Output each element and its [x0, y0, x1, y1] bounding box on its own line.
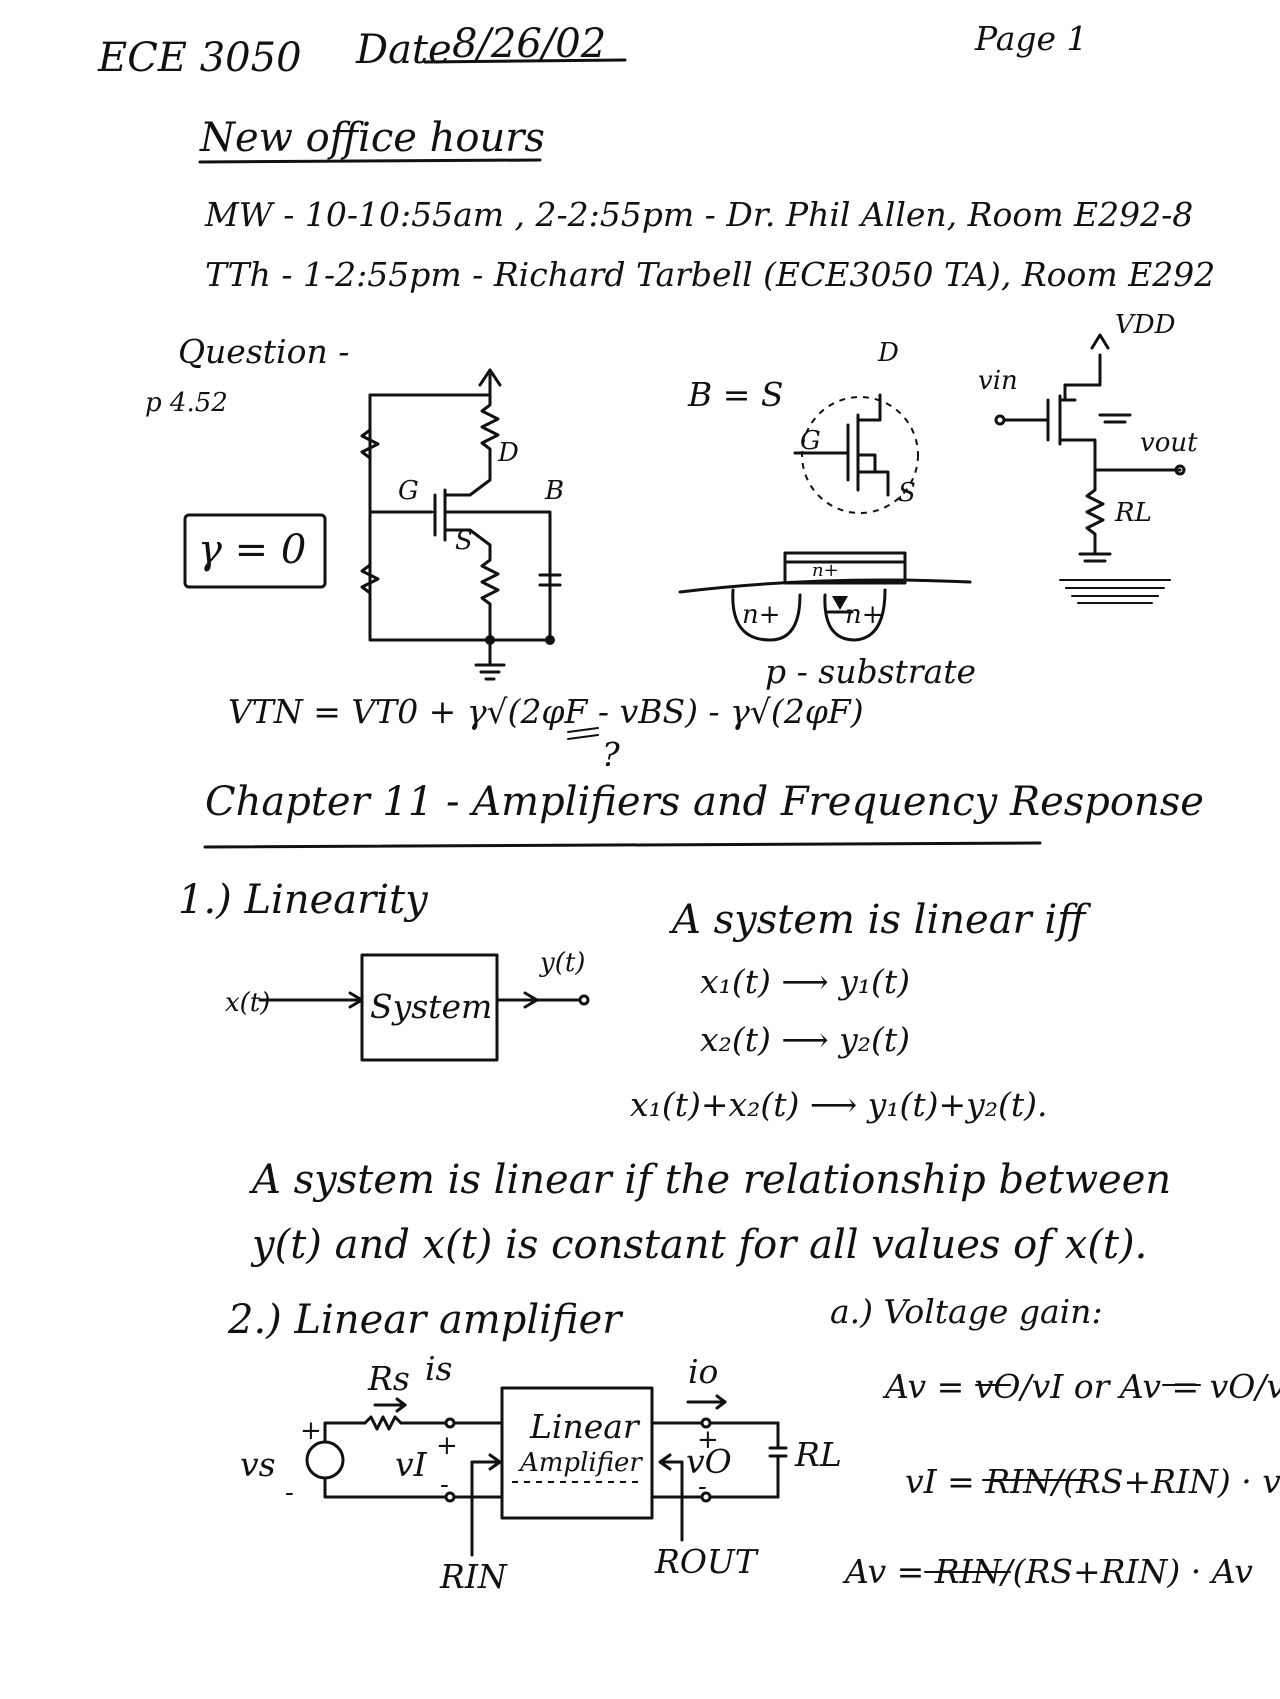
overall-gain-equation: Av = RIN/(RS+RIN) · Av	[845, 1552, 1253, 1591]
vs-minus: -	[285, 1478, 294, 1508]
vi-plus: +	[436, 1431, 458, 1461]
linearity-statement-1: A system is linear if the relationship b…	[252, 1157, 1172, 1203]
vo-label: vO	[686, 1442, 732, 1481]
substrate-label: p - substrate	[765, 652, 977, 691]
voltage-gain-heading: a.) Voltage gain:	[830, 1292, 1103, 1331]
amp-box-line-2: Amplifier	[520, 1448, 642, 1478]
office-hours-line-1: MW - 10-10:55am , 2-2:55pm - Dr. Phil Al…	[205, 195, 1194, 234]
amplifier-heading: 2.) Linear amplifier	[228, 1297, 622, 1343]
rs-label: Rs	[368, 1359, 410, 1398]
linearity-rule-1: x₁(t) ⟶ y₁(t)	[700, 962, 911, 1001]
equation-note: ?	[602, 735, 620, 774]
vi-divider-equation: vI = RIN/(RS+RIN) · vS	[905, 1462, 1280, 1501]
linearity-rule-3: x₁(t)+x₂(t) ⟶ y₁(t)+y₂(t).	[630, 1085, 1048, 1124]
substrate-n-left: n+	[742, 600, 781, 630]
amp-box-line-1: Linear	[530, 1407, 639, 1446]
gain-definition: Av = vO/vI or Av = vO/vS	[885, 1367, 1280, 1406]
mos-label-s: S	[898, 478, 916, 508]
equation-strike	[568, 728, 598, 739]
threshold-equation: VTN = VT0 + γ√(2φF - vBS) - γ√(2φF)	[228, 692, 864, 731]
vout-label: vout	[1140, 428, 1198, 458]
office-hours-underline	[200, 160, 540, 162]
vs-plus: +	[300, 1416, 322, 1446]
page-number: Page 1	[975, 19, 1088, 58]
linear-amplifier-diagram	[307, 1388, 786, 1555]
system-input-label: x(t)	[225, 988, 271, 1018]
circuit-label-s: S	[455, 526, 473, 556]
question-circuit	[362, 370, 560, 679]
substrate-n-mid: n+	[812, 560, 839, 581]
vi-minus: -	[440, 1470, 449, 1500]
question-label: Question -	[178, 332, 350, 371]
chapter-underline	[205, 843, 1040, 847]
io-label: io	[688, 1352, 719, 1391]
course-title: ECE 3050	[98, 35, 302, 81]
vo-plus: +	[697, 1425, 719, 1455]
problem-number: p 4.52	[145, 388, 228, 418]
rl-label-follower: RL	[1115, 498, 1152, 528]
vdd-label: VDD	[1115, 310, 1176, 340]
substrate-cross-section	[680, 553, 970, 640]
gamma-box	[185, 515, 325, 587]
system-output-label: y(t)	[540, 948, 586, 978]
vi-label: vI	[395, 1445, 427, 1484]
is-label: is	[425, 1349, 453, 1388]
date-underline	[425, 60, 625, 62]
linear-iff-title: A system is linear iff	[672, 897, 1086, 943]
vo-minus: -	[698, 1472, 707, 1502]
gamma-value: γ = 0	[198, 527, 307, 573]
source-follower-circuit	[996, 335, 1184, 603]
linearity-statement-2: y(t) and x(t) is constant for all values…	[252, 1222, 1148, 1268]
office-hours-title: New office hours	[200, 115, 545, 161]
bs-label: B = S	[688, 375, 784, 414]
mos-label-d: D	[878, 338, 899, 368]
rl-label: RL	[795, 1435, 842, 1474]
system-block-diagram	[260, 955, 588, 1060]
system-box-label: System	[370, 987, 493, 1026]
circuit-label-b: B	[545, 476, 565, 506]
linearity-rule-2: x₂(t) ⟶ y₂(t)	[700, 1020, 911, 1059]
mosfet-symbol	[795, 395, 918, 513]
date-value: 8/26/02	[452, 21, 607, 67]
rout-label: ROUT	[655, 1542, 757, 1581]
office-hours-line-2: TTh - 1-2:55pm - Richard Tarbell (ECE305…	[205, 255, 1216, 294]
linearity-heading: 1.) Linearity	[178, 877, 428, 923]
chapter-title: Chapter 11 - Amplifiers and Frequency Re…	[205, 779, 1204, 825]
gain-fraction-bars	[925, 1385, 1200, 1572]
date-label: Date	[356, 27, 452, 73]
circuit-label-g: G	[398, 476, 419, 506]
circuit-label-d: D	[498, 438, 519, 468]
vin-label: vin	[978, 366, 1018, 396]
rin-label: RIN	[440, 1557, 507, 1596]
mos-label-g: G	[800, 426, 821, 456]
substrate-n-right: n+	[845, 600, 884, 630]
vs-label: vs	[240, 1445, 276, 1484]
